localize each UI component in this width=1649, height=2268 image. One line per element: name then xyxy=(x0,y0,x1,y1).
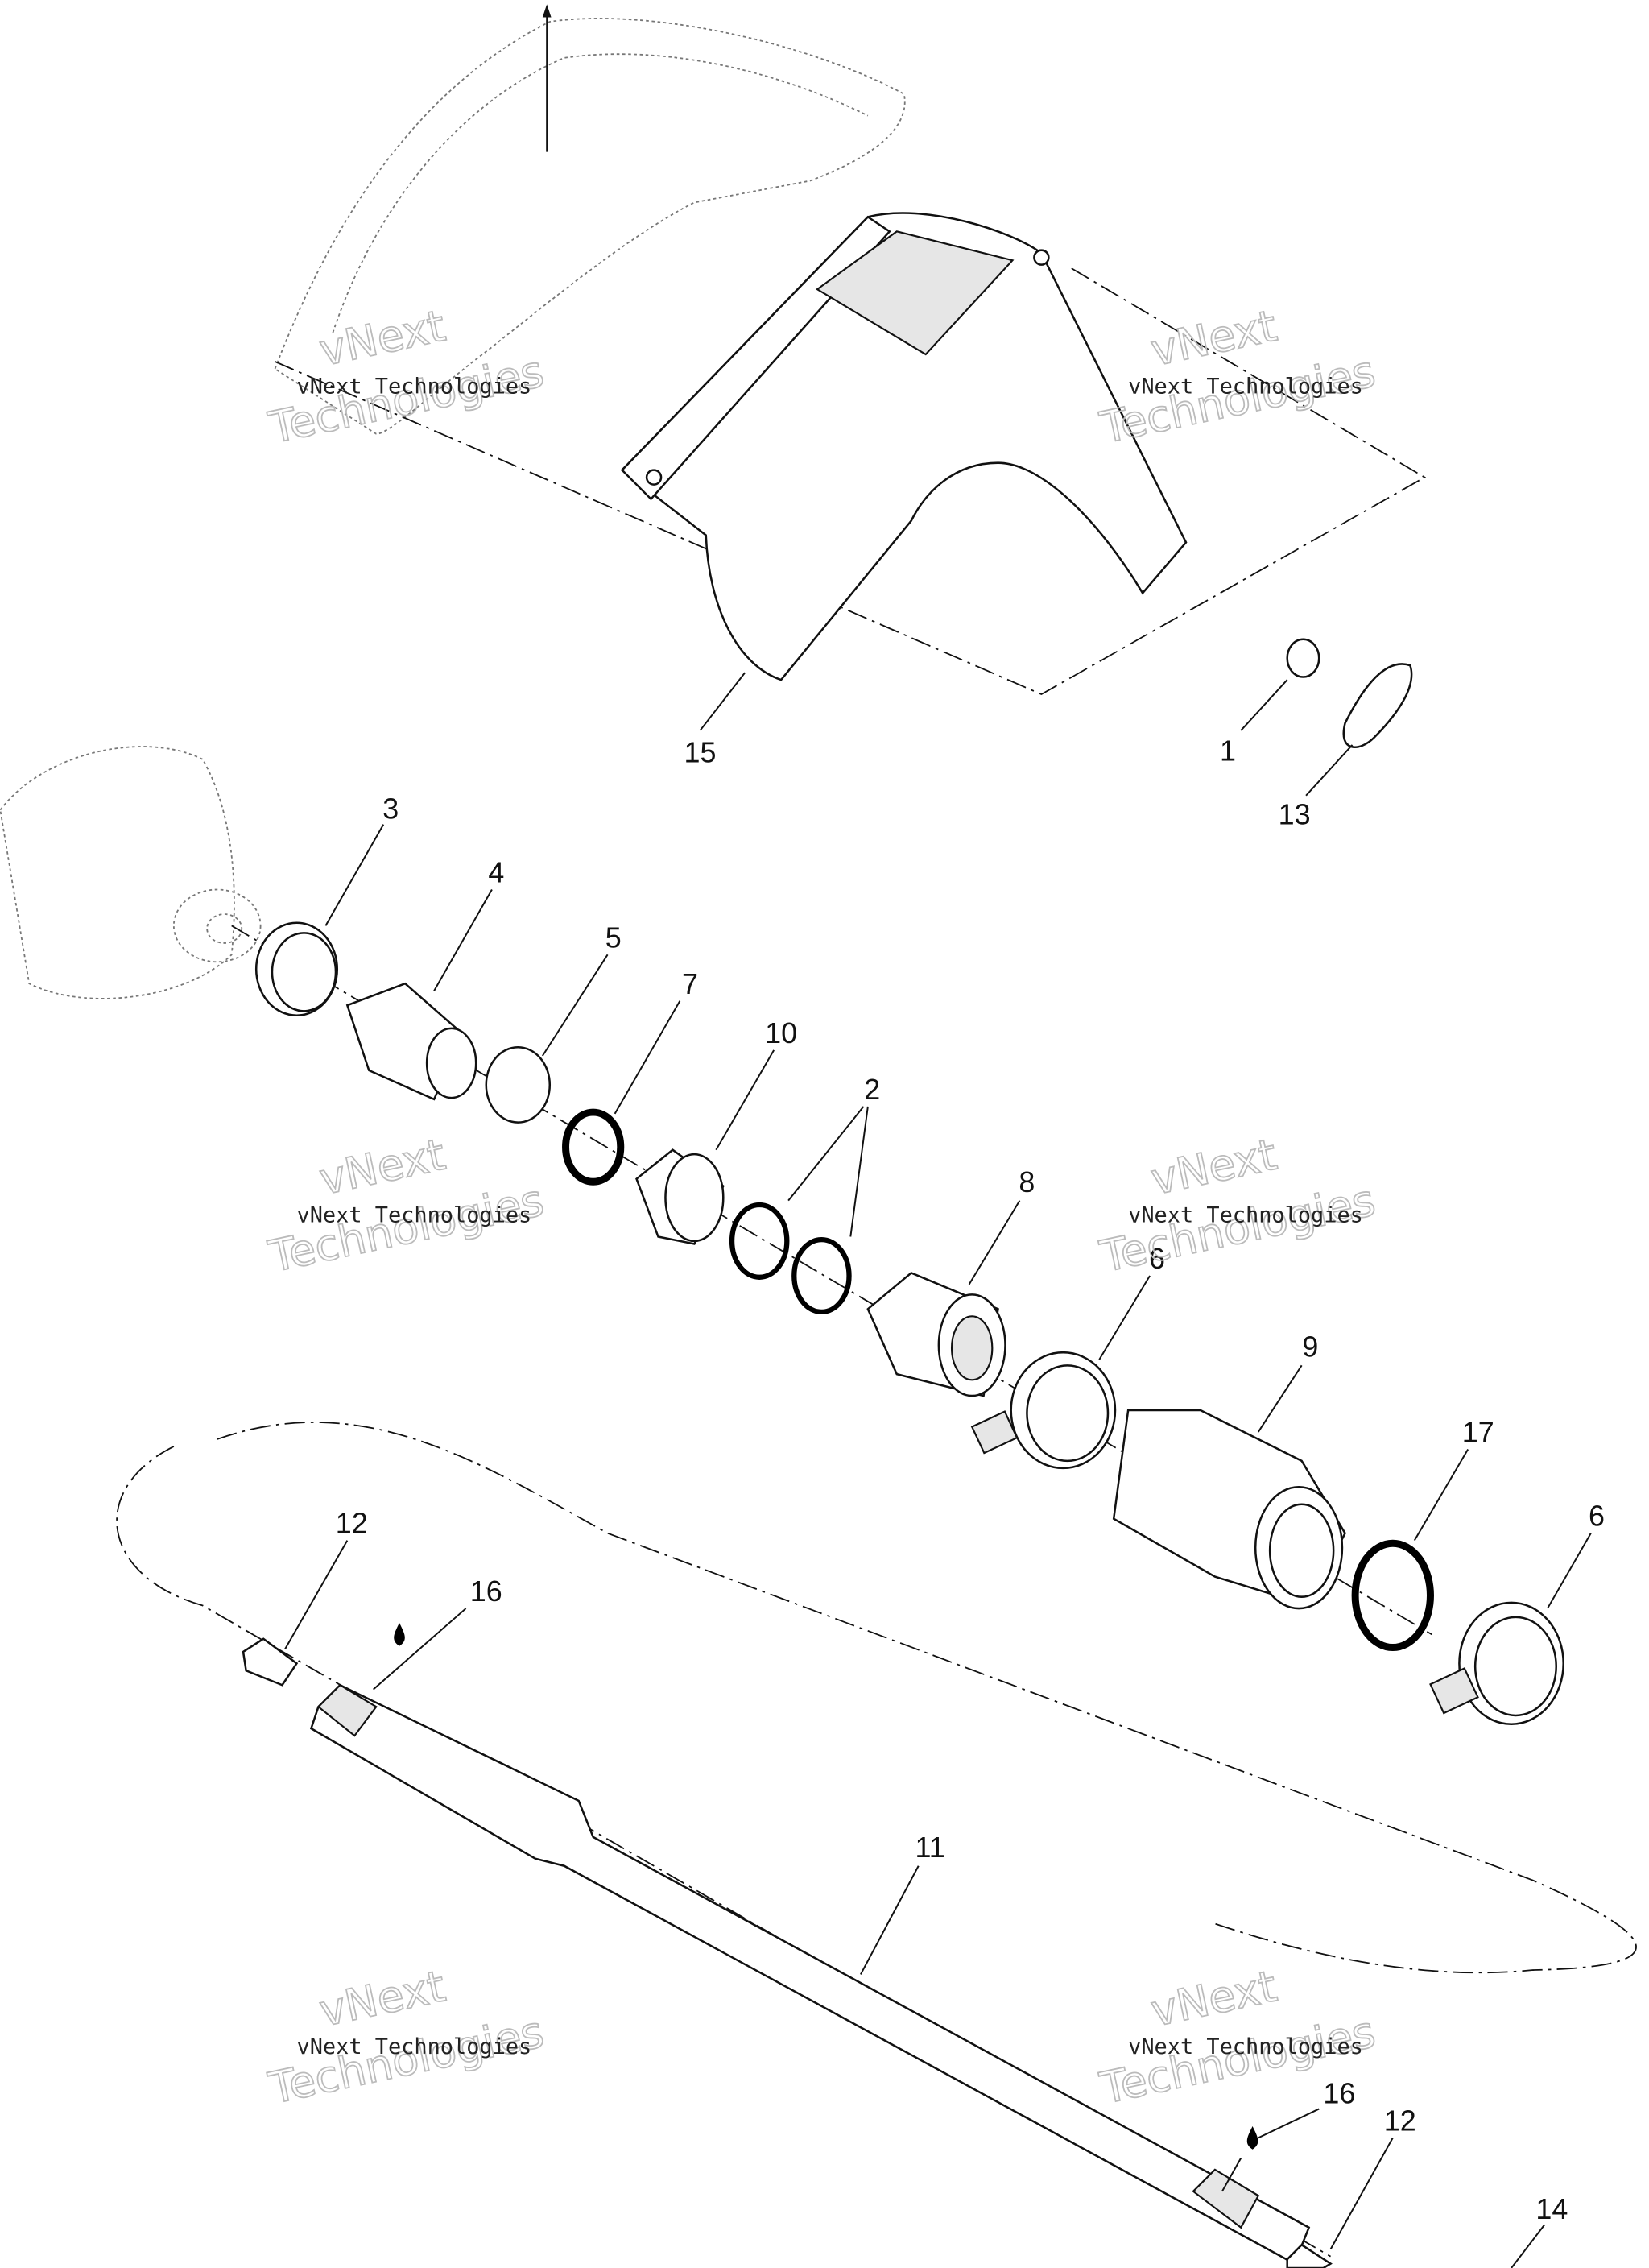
svg-text:Technologies: Technologies xyxy=(264,1174,548,1282)
svg-text:vNext Technologies: vNext Technologies xyxy=(1128,2034,1363,2059)
part-2-o-ring xyxy=(791,1236,852,1315)
callout-1: 1 xyxy=(1220,735,1236,768)
part-1-washer xyxy=(1286,638,1320,678)
callout-9: 9 xyxy=(1302,1331,1318,1364)
svg-text:Technologies: Technologies xyxy=(1096,346,1380,453)
part-12-cap xyxy=(242,1637,299,1687)
callout-6: 6 xyxy=(1589,1500,1605,1533)
watermark: vNext Technologies vNext Technologies xyxy=(1095,1128,1380,1283)
svg-text:vNext: vNext xyxy=(315,1129,449,1205)
callout-10: 10 xyxy=(765,1016,797,1049)
callout-2: 2 xyxy=(864,1073,880,1106)
callout-13: 13 xyxy=(1279,798,1311,831)
callout-16: 16 xyxy=(470,1575,502,1608)
part-2-o-ring xyxy=(729,1202,790,1280)
callout-4: 4 xyxy=(488,856,504,889)
svg-text:Technologies: Technologies xyxy=(264,346,548,453)
part-15-cover xyxy=(620,212,1188,681)
svg-text:vNext: vNext xyxy=(1147,1129,1281,1205)
callout-3: 3 xyxy=(382,792,399,825)
svg-text:vNext Technologies: vNext Technologies xyxy=(1128,374,1363,399)
callout-14: 14 xyxy=(1535,2192,1568,2225)
part-6-hose-clamp xyxy=(970,1351,1117,1470)
grease-drop-icon xyxy=(1246,2126,1258,2150)
leader-lines xyxy=(284,672,1592,2268)
part-17-o-ring xyxy=(1351,1539,1434,1652)
callout-8: 8 xyxy=(1019,1165,1035,1198)
part-9-boot xyxy=(1112,1409,1346,1610)
svg-text:vNext: vNext xyxy=(315,1960,449,2036)
shaft-outline-loop xyxy=(116,1422,1637,2258)
svg-text:vNext Technologies: vNext Technologies xyxy=(296,1203,531,1228)
callout-12: 12 xyxy=(336,1507,368,1540)
svg-text:Technologies: Technologies xyxy=(1096,1174,1380,1282)
callout-15: 15 xyxy=(684,735,717,768)
part-4-coupler xyxy=(345,982,477,1101)
watermark: vNext Technologies vNext Technologies xyxy=(263,1128,548,1283)
svg-text:vNext Technologies: vNext Technologies xyxy=(296,374,531,399)
svg-text:vNext: vNext xyxy=(315,300,449,376)
cover-axis xyxy=(275,267,1427,696)
watermark: vNext Technologies vNext Technologies xyxy=(263,300,548,454)
watermark: vNext Technologies vNext Technologies xyxy=(263,1960,548,2114)
grease-drop-icon xyxy=(394,1623,405,1646)
ghost-hull-outline xyxy=(274,4,906,435)
part-7-o-ring xyxy=(562,1108,625,1186)
part-11-drive-shaft xyxy=(309,1683,1311,2266)
callout-6: 6 xyxy=(1149,1242,1165,1275)
callout-labels: 15 1 13 3 4 5 7 10 2 8 6 9 17 6 12 16 11… xyxy=(336,735,1605,2225)
part-5-clamp xyxy=(485,1045,552,1124)
part-3-clamp xyxy=(254,921,339,1016)
svg-text:vNext Technologies: vNext Technologies xyxy=(1128,1203,1363,1228)
svg-text:Technologies: Technologies xyxy=(264,2006,548,2114)
callout-7: 7 xyxy=(682,967,698,1000)
callout-11: 11 xyxy=(915,1831,944,1864)
svg-text:vNext: vNext xyxy=(1147,300,1281,376)
part-12-cap xyxy=(1286,2243,1333,2268)
part-13-wing-nut xyxy=(1342,663,1413,748)
svg-text:vNext Technologies: vNext Technologies xyxy=(296,2034,531,2059)
ghost-pump-housing xyxy=(0,746,262,999)
callout-16: 16 xyxy=(1323,2076,1355,2109)
callout-12: 12 xyxy=(1384,2104,1416,2137)
part-6-hose-clamp xyxy=(1429,1601,1564,1725)
svg-text:vNext: vNext xyxy=(1147,1960,1281,2036)
part-10-bushing xyxy=(635,1148,725,1245)
callout-5: 5 xyxy=(605,921,622,954)
callout-17: 17 xyxy=(1462,1416,1494,1449)
watermark: vNext Technologies vNext Technologies xyxy=(1095,300,1380,454)
part-8-seal-carrier xyxy=(866,1271,1006,1397)
